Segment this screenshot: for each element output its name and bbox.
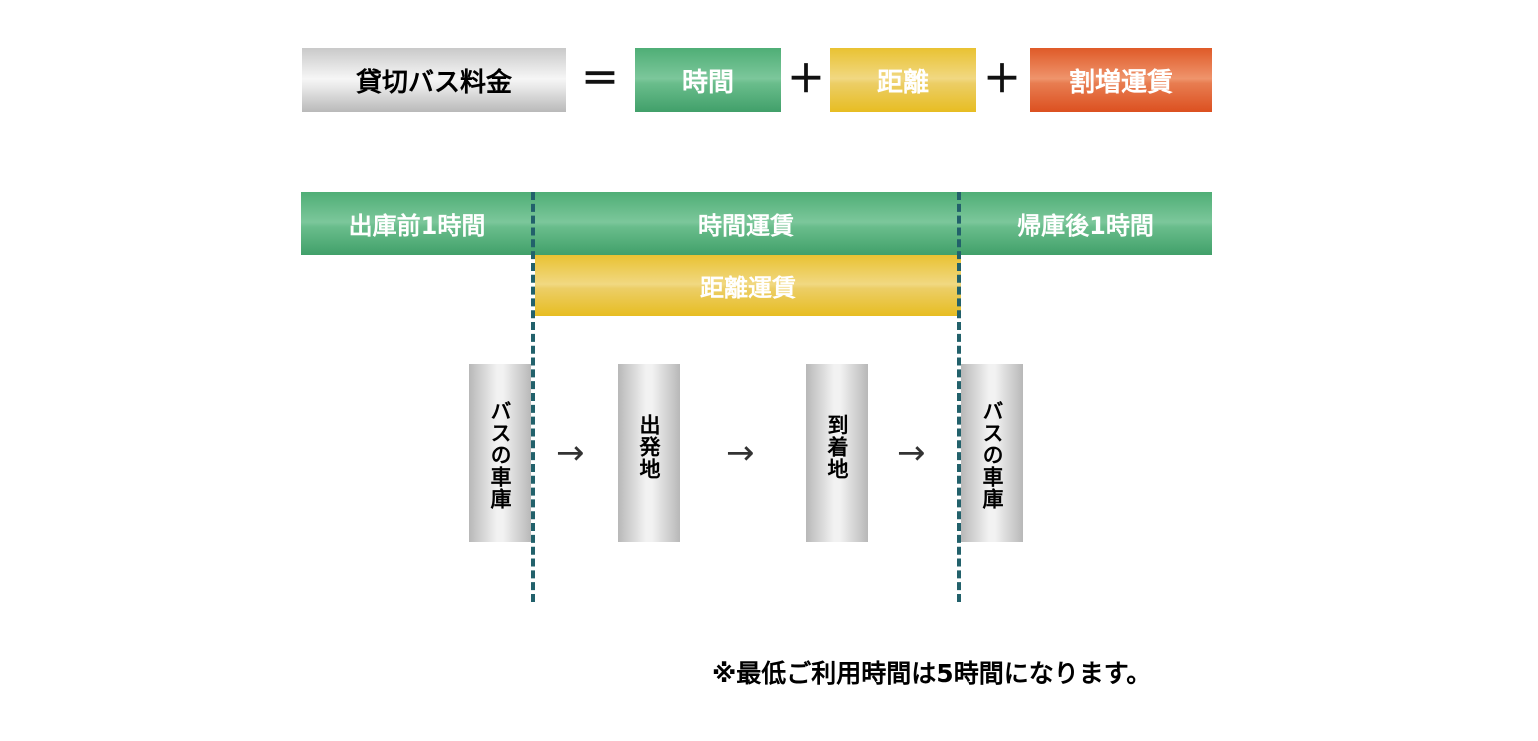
surcharge-term-label: 割増運賃 (1068, 67, 1173, 98)
distance-term-box: 距離 (830, 48, 976, 112)
surcharge-term-box: 割増運賃 (1030, 48, 1212, 112)
arrow-1: → (556, 433, 585, 473)
distance-fare-segment: 距離運賃 (535, 255, 961, 316)
distance-fare-label: 距離運賃 (700, 274, 796, 302)
departure-label: 出発地 (637, 414, 661, 480)
minimum-usage-note: ※最低ご利用時間は5時間になります。 (712, 659, 1152, 688)
plus-sign-1: ＋ (787, 57, 826, 101)
before-departure-hour-label: 出庫前1時間 (348, 212, 486, 240)
time-term-label: 時間 (681, 67, 734, 98)
garage-start-label: バスの車庫 (488, 400, 512, 510)
plus-sign-2: ＋ (983, 57, 1022, 101)
arrow-3: → (897, 433, 926, 473)
left-divider-line (531, 192, 535, 602)
right-divider-line (957, 192, 961, 602)
equals-sign: ＝ (581, 57, 620, 101)
time-fare-segment: 時間運賃 (533, 192, 959, 255)
total-fare-label: 貸切バス料金 (355, 67, 512, 98)
time-term-box: 時間 (635, 48, 781, 112)
departure-pillar: 出発地 (618, 364, 680, 542)
garage-end-label: バスの車庫 (980, 400, 1004, 510)
garage-start-pillar: バスの車庫 (469, 364, 531, 542)
distance-term-label: 距離 (876, 67, 929, 98)
time-fare-label: 時間運賃 (698, 212, 794, 240)
arrival-pillar: 到着地 (806, 364, 868, 542)
arrow-2: → (726, 433, 755, 473)
total-fare-box: 貸切バス料金 (302, 48, 566, 112)
garage-end-pillar: バスの車庫 (961, 364, 1023, 542)
arrival-label: 到着地 (825, 414, 849, 480)
before-departure-hour-segment: 出庫前1時間 (301, 192, 533, 255)
after-return-hour-segment: 帰庫後1時間 (959, 192, 1212, 255)
after-return-hour-label: 帰庫後1時間 (1017, 212, 1154, 240)
